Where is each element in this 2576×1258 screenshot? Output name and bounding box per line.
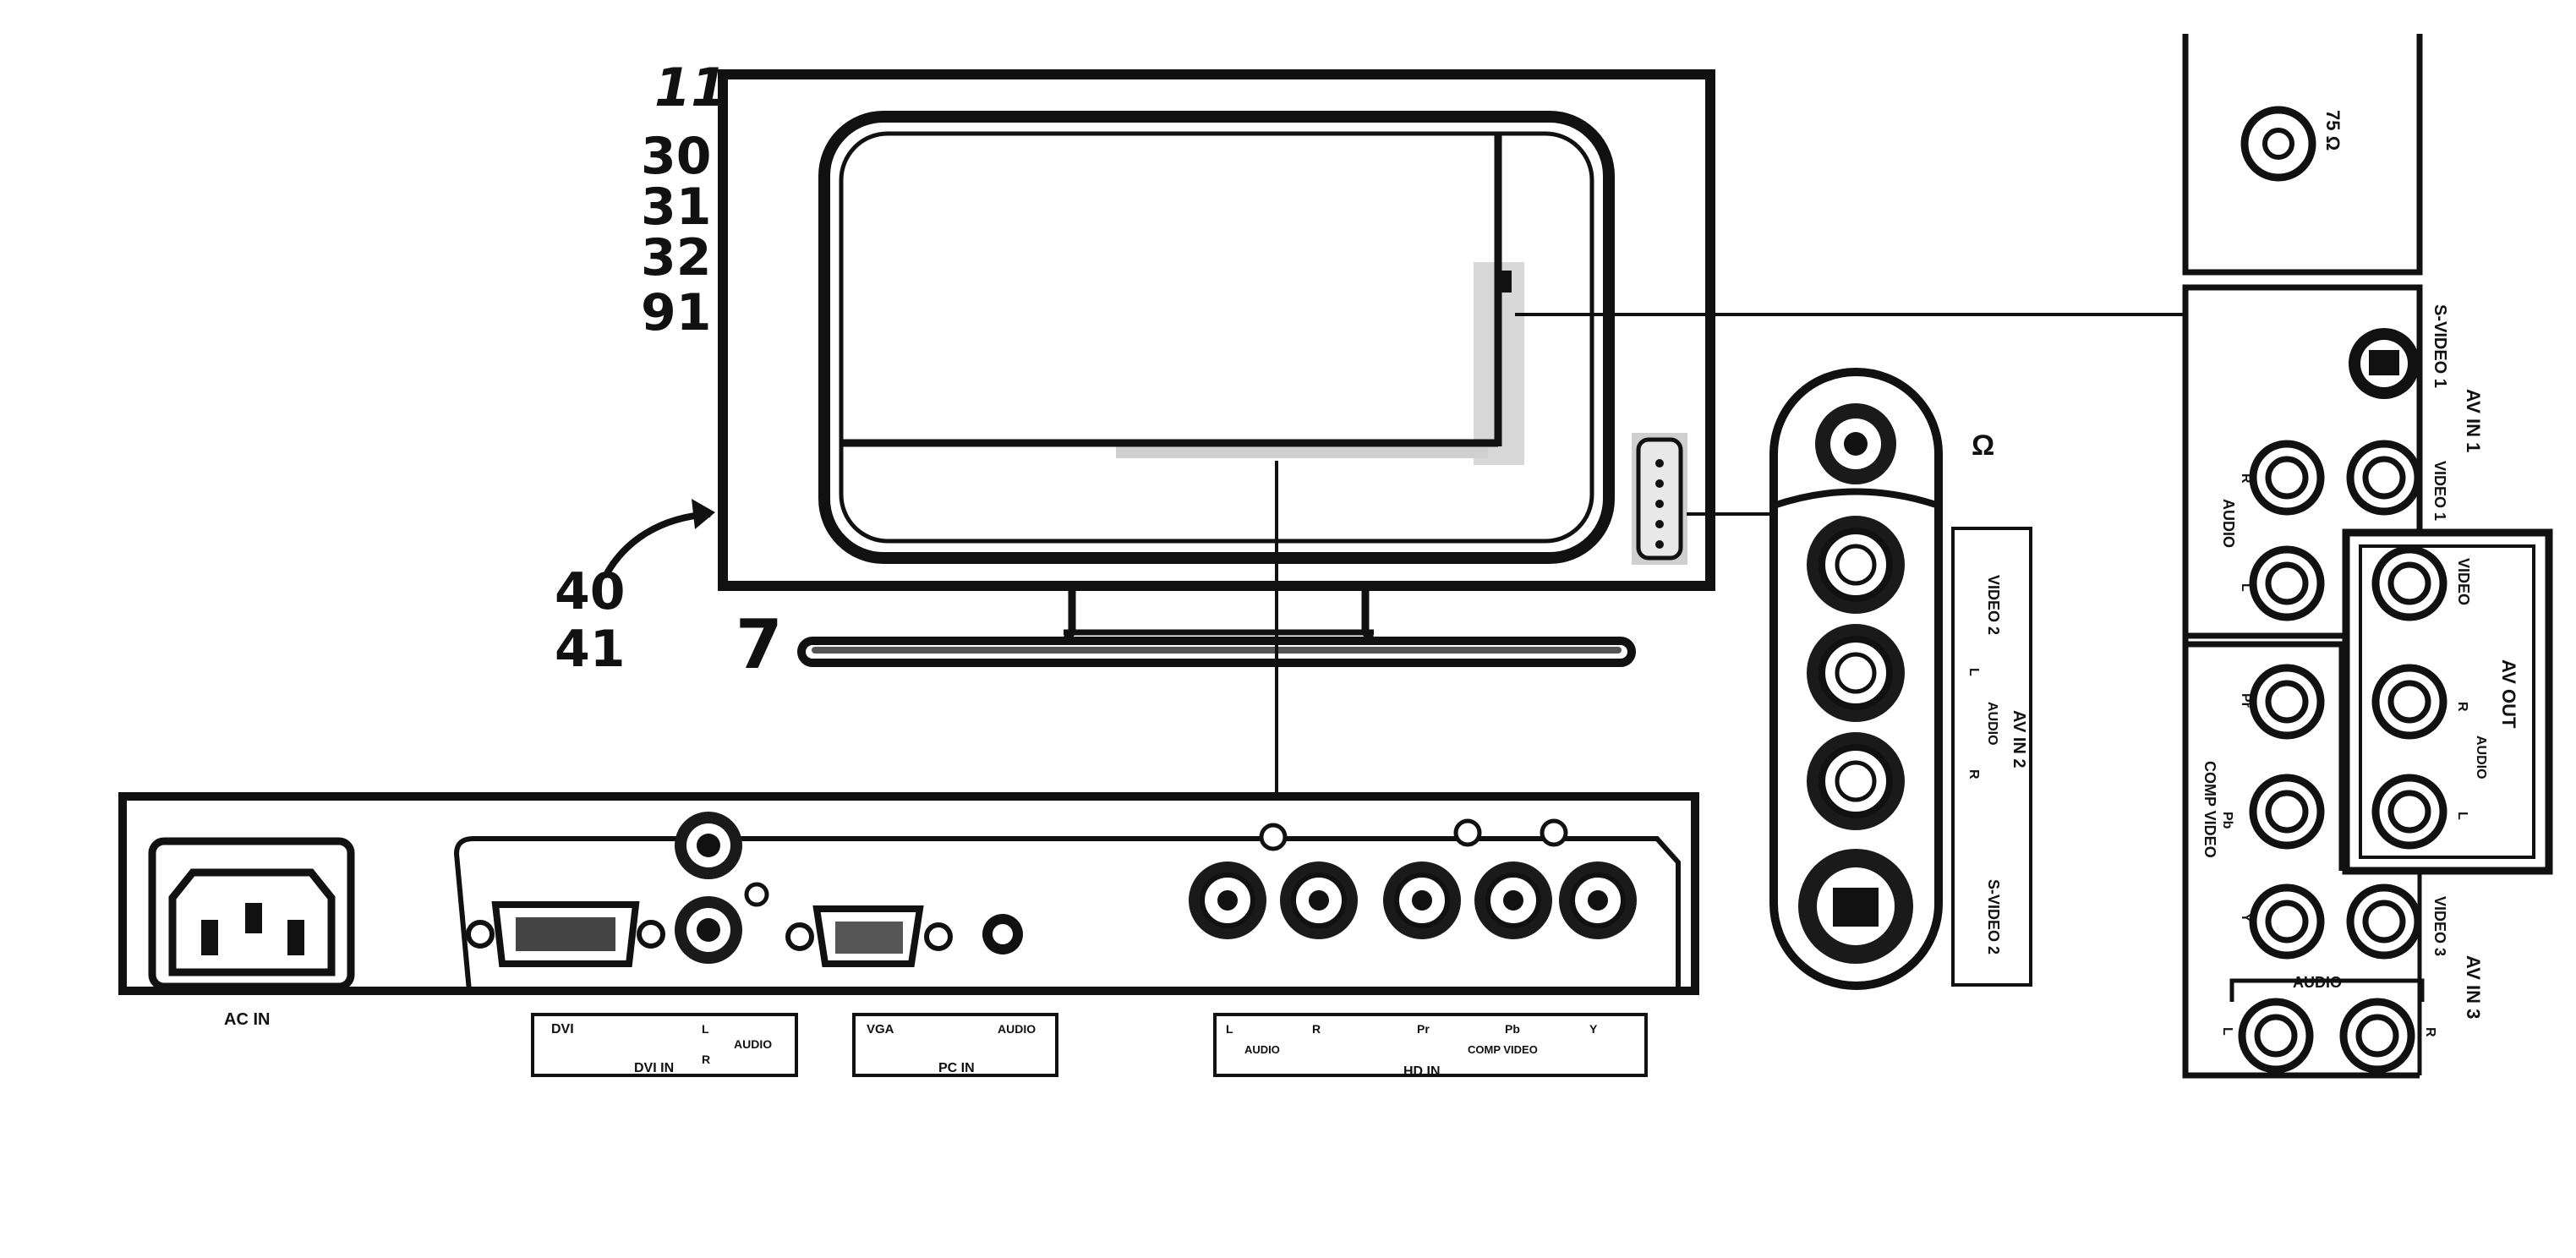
out-audio-label: AUDIO <box>2474 736 2488 779</box>
audio3-bracket <box>2229 978 2425 1002</box>
callout-7: 7 <box>736 605 783 684</box>
av-in3-label: AV IN 3 <box>2463 955 2484 1019</box>
comp-video-label: COMP VIDEO <box>2201 761 2218 858</box>
hd-in-jacks <box>1189 818 1637 939</box>
callout-32: 32 <box>641 228 712 287</box>
comp-pr-mark: Pr <box>2239 693 2253 708</box>
side-label-box <box>1951 527 2032 987</box>
hd-pb-mark: Pb <box>1505 1022 1520 1036</box>
svideo1-label: S-VIDEO 1 <box>2431 304 2449 388</box>
comp-video-box <box>2185 641 2345 871</box>
callout-41: 41 <box>555 620 626 679</box>
video1-label: VIDEO 1 <box>2431 461 2448 521</box>
hd-comp-label: COMP VIDEO <box>1468 1043 1538 1056</box>
side-video2-label: VIDEO 2 <box>1985 575 2002 635</box>
dvi-r-mark: R <box>702 1053 710 1066</box>
video3-label: VIDEO 3 <box>2431 896 2448 956</box>
av-in1-box <box>2182 284 2423 639</box>
audio3-r-mark: R <box>2423 1027 2437 1037</box>
comp-pb-mark: Pb <box>2220 812 2234 829</box>
dvi-in-box <box>531 1013 798 1077</box>
hd-in-label: HD IN <box>1403 1064 1441 1079</box>
side-r-mark: R <box>1966 769 1981 779</box>
rear-panel: AC IN <box>118 792 1699 1079</box>
tv-stand-base-shade <box>812 647 1622 654</box>
tv-front-view <box>718 69 1715 667</box>
pc-in-box <box>852 1013 1058 1077</box>
pc-in-label: PC IN <box>938 1061 975 1075</box>
dvi-audio-label: AUDIO <box>734 1037 772 1051</box>
vga-label: VGA <box>867 1022 894 1036</box>
side-panel-divider <box>1772 488 1940 509</box>
callout-31: 31 <box>641 178 712 237</box>
audio1-l-mark: L <box>2239 583 2253 592</box>
hd-y-mark: Y <box>1589 1022 1598 1036</box>
right-rca-jacks <box>2238 440 2447 1074</box>
audio1-r-mark: R <box>2239 473 2253 484</box>
side-svideo2-label: S-VIDEO 2 <box>1985 879 2002 954</box>
side-headphone-symbol: Ω <box>1972 429 1994 462</box>
side-control-buttons <box>1636 437 1683 561</box>
right-av-panel: 75 Ω S-VI <box>2182 34 2553 1079</box>
hd-l-mark: L <box>1226 1022 1233 1036</box>
audio3-label: AUDIO <box>2293 974 2342 991</box>
dvi-l-mark: L <box>702 1022 709 1036</box>
side-l-mark: L <box>1966 668 1981 676</box>
dvi-label: DVI <box>551 1022 574 1036</box>
ac-in-label: AC IN <box>224 1010 270 1029</box>
pc-audio-label: AUDIO <box>998 1022 1036 1036</box>
callout-arrowhead <box>692 499 715 529</box>
antenna-label: 75 Ω <box>2322 110 2344 150</box>
dvi-in-label: DVI IN <box>634 1061 674 1075</box>
hd-in-box <box>1213 1013 1648 1077</box>
callout-91: 91 <box>641 283 712 342</box>
out-l-mark: L <box>2455 812 2469 820</box>
callout-30: 30 <box>641 127 712 186</box>
callout-arrow <box>604 511 711 576</box>
callout-40: 40 <box>555 562 626 621</box>
antenna-box <box>2182 34 2423 276</box>
side-av-in2-label: AV IN 2 <box>2010 710 2028 768</box>
video-out-label: VIDEO <box>2455 558 2472 605</box>
av-in1-label: AV IN 1 <box>2463 389 2484 452</box>
hd-audio-label: AUDIO <box>1244 1043 1280 1056</box>
audio3-l-mark: L <box>2220 1027 2234 1036</box>
callout-11: 11 <box>654 57 727 118</box>
side-av-panel: Ω VIDEO 2 L AUDIO R AV IN 2 S-VIDEO 2 <box>1769 368 2032 990</box>
hd-pr-mark: Pr <box>1417 1022 1430 1036</box>
av-out-label: AV OUT <box>2498 659 2519 729</box>
ir-sensor <box>1498 271 1512 293</box>
out-r-mark: R <box>2455 702 2469 712</box>
comp-y-mark: Y <box>2239 913 2253 922</box>
audio1-label: AUDIO <box>2220 499 2237 548</box>
hd-r-mark: R <box>1312 1022 1321 1036</box>
side-audio-label: AUDIO <box>1985 702 1999 746</box>
callout-labels: 11 30 31 32 91 40 41 7 <box>555 57 783 684</box>
